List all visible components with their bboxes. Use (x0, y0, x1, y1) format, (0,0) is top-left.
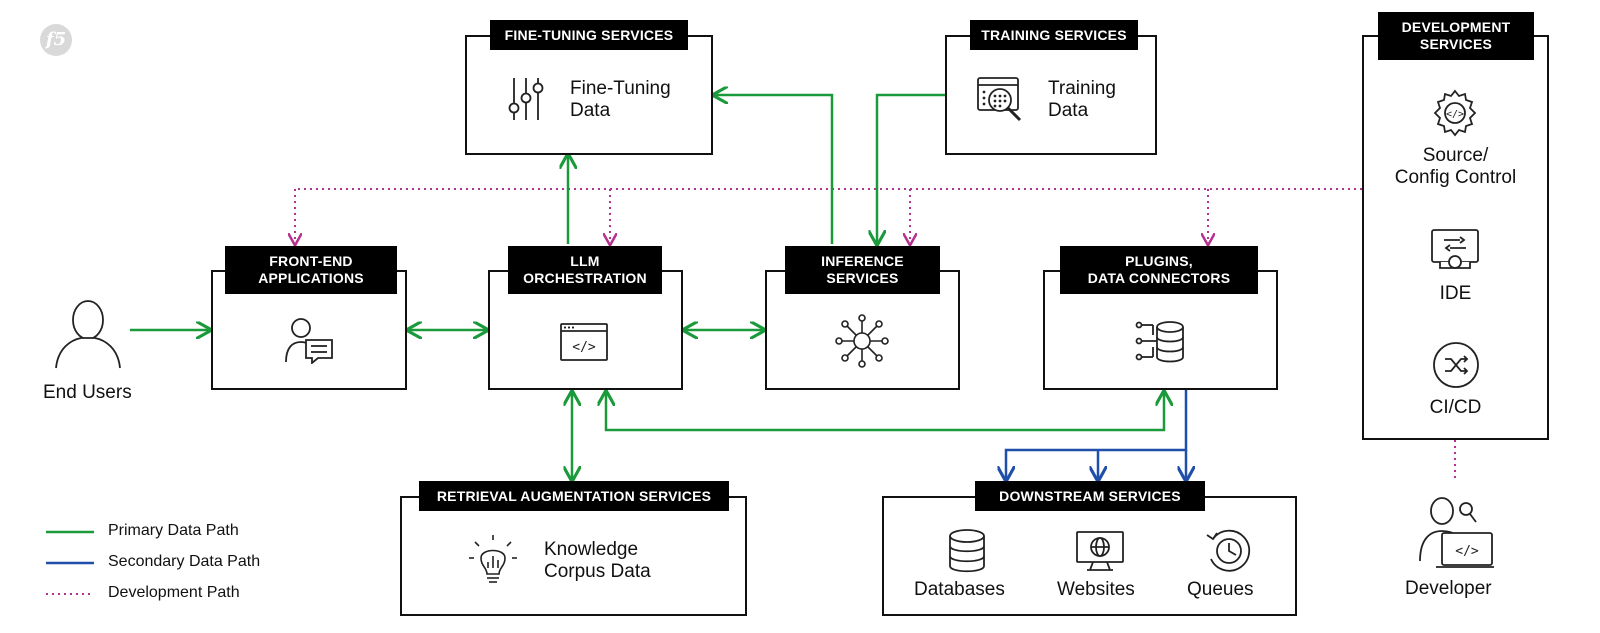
svg-text:</>: </> (572, 340, 596, 355)
training-data-label: Training Data (1048, 78, 1116, 121)
knowledge-corpus-data-label: Knowledge Corpus Data (544, 539, 651, 582)
ide-icon (1431, 229, 1479, 269)
legend-swatches (46, 530, 94, 595)
inference-services-header: INFERENCE SERVICES (785, 246, 940, 294)
retrieval-augmentation-services-header: RETRIEVAL AUGMENTATION SERVICES (419, 481, 729, 511)
llm-orchestration-header: LLM ORCHESTRATION (508, 246, 662, 294)
training-services-header: TRAINING SERVICES (970, 20, 1138, 50)
legend-secondary-data-path: Secondary Data Path (108, 553, 261, 570)
development-services-header: DEVELOPMENT SERVICES (1378, 12, 1534, 60)
training-data-search-icon (977, 77, 1022, 122)
front-end-applications-header: FRONT-END APPLICATIONS (225, 246, 397, 294)
svg-text:</>: </> (1455, 544, 1479, 559)
source-config-control-label: Source/ Config Control (1394, 145, 1517, 188)
queues-label: Queues (1187, 579, 1254, 600)
secondary-path-lines (1006, 390, 1186, 480)
ci-cd-label: CI/CD (1429, 397, 1482, 418)
training-services-box (945, 35, 1157, 155)
plugins-data-connectors-header: PLUGINS, DATA CONNECTORS (1060, 246, 1258, 294)
code-gear-icon: </> (1433, 89, 1477, 137)
development-path-lines (295, 188, 1456, 478)
network-hub-icon (835, 314, 889, 368)
svg-text:</>: </> (1446, 109, 1464, 120)
legend-development-path: Development Path (108, 584, 240, 601)
databases-label: Databases (914, 579, 1005, 600)
end-users-label: End Users (43, 382, 132, 403)
end-user-person-icon (55, 300, 121, 369)
websites-label: Websites (1057, 579, 1135, 600)
lightbulb-chart-icon (469, 535, 517, 583)
fine-tuning-data-label: Fine-Tuning Data (570, 78, 671, 121)
ci-cd-icon (1433, 342, 1479, 388)
queue-clock-icon (1206, 529, 1251, 572)
code-window-icon: </> (560, 323, 608, 361)
retrieval-augmentation-services-box (400, 496, 747, 616)
database-icon (949, 529, 985, 573)
f5-logo: f5 (40, 24, 72, 56)
data-connector-icon (1135, 321, 1184, 363)
downstream-services-header: DOWNSTREAM SERVICES (975, 481, 1205, 511)
website-globe-icon (1076, 531, 1124, 571)
user-chat-icon (285, 318, 333, 364)
sliders-icon (508, 78, 544, 120)
developer-laptop-icon: </> (1419, 497, 1494, 568)
primary-path-lines (130, 95, 1164, 480)
fine-tuning-services-header: FINE-TUNING SERVICES (490, 20, 688, 50)
ide-label: IDE (1439, 283, 1472, 304)
developer-label: Developer (1405, 578, 1492, 599)
legend-primary-data-path: Primary Data Path (108, 522, 239, 539)
